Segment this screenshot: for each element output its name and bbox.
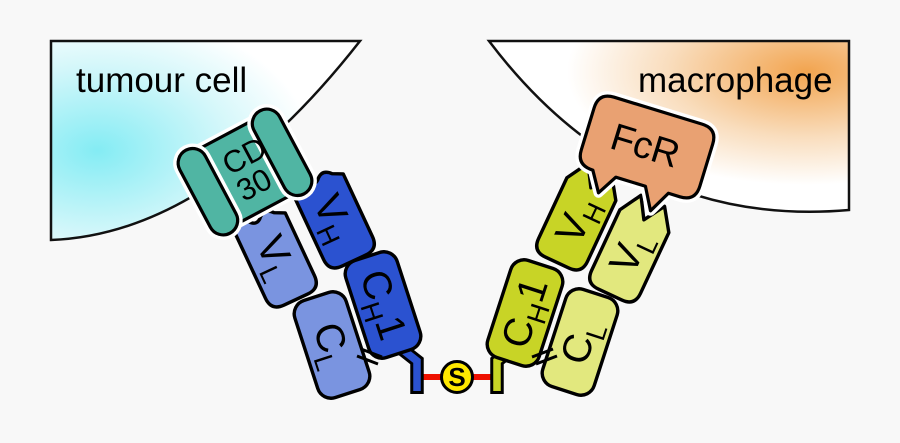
cd30-receptor: CD 30 (173, 104, 317, 240)
fcr-shape (578, 94, 716, 213)
cd30-left-pillar (176, 146, 240, 237)
disulfide-s-circle (440, 360, 474, 394)
right-linker-line-1 (531, 347, 554, 359)
right-vl-domain: VL (588, 193, 671, 304)
left-linker-line-2 (356, 354, 379, 366)
right-vl-shape (588, 193, 671, 304)
right-ch1-shape (485, 258, 565, 368)
disulfide-s-label: S (448, 362, 465, 392)
left-cl-shape (292, 290, 372, 400)
cd30-right-pillar (250, 107, 314, 198)
right-linker-lines (531, 347, 558, 366)
right-linker-line-2 (535, 354, 558, 366)
left-vl-domain: VL (233, 209, 318, 309)
right-cl-shape (540, 287, 620, 397)
tumour-cell-label: tumour cell (76, 61, 247, 100)
left-linker-lines (356, 347, 383, 366)
left-linker-line-1 (360, 347, 383, 359)
right-cl-domain: CL (540, 287, 620, 397)
macrophage-label: macrophage (638, 61, 833, 100)
left-ch1-shape (343, 250, 423, 360)
left-ch1-domain: CH1 (343, 250, 423, 360)
right-ch1-domain: CH1 (485, 258, 565, 368)
fcr-receptor: FcR (575, 91, 719, 216)
left-cl-domain: CL (292, 290, 372, 400)
right-ch1-label: CH1 (493, 273, 562, 356)
